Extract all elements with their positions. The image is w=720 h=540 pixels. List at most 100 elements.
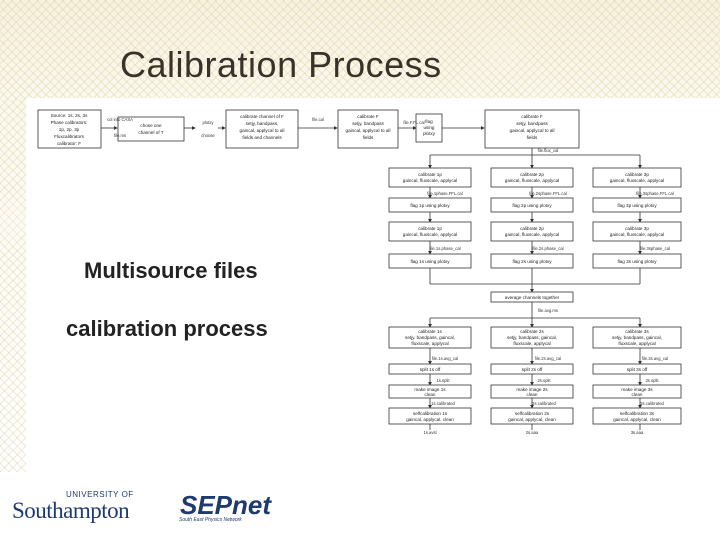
flowchart-boxes	[37, 109, 682, 425]
box-calibrate-f2	[337, 109, 399, 149]
svg-text:choose: choose	[201, 133, 215, 138]
svg-text:gaincal, applycal to all: gaincal, applycal to all	[510, 128, 555, 133]
box-cal-2p-b	[490, 221, 574, 242]
svg-text:selfcalibration 2s: selfcalibration 2s	[515, 411, 550, 416]
box-source	[37, 109, 102, 149]
svg-text:setjy, bandpass, gaincal,: setjy, bandpass, gaincal,	[405, 335, 455, 340]
svg-text:file.ms: file.ms	[114, 133, 126, 138]
svg-text:file.avg.ms: file.avg.ms	[538, 308, 558, 313]
box-image-3s	[592, 384, 682, 399]
subtitle-calibration: calibration process	[66, 316, 268, 341]
svg-text:fields and channels: fields and channels	[242, 135, 282, 140]
box-split-3s	[592, 363, 682, 375]
svg-text:flag: flag	[425, 119, 433, 124]
box-average	[490, 291, 574, 303]
box-source-text-5: calibrator: F	[57, 141, 81, 146]
svg-text:calibrate 1p: calibrate 1p	[418, 172, 442, 177]
box-chose-channel-text-1: chose one	[140, 123, 162, 128]
svg-text:make image 2s: make image 2s	[516, 387, 548, 392]
box-split-2s	[490, 363, 574, 375]
svg-text:3s.aaa: 3s.aaa	[631, 430, 644, 435]
box-flag-2s	[490, 253, 574, 269]
svg-text:2s.aaa: 2s.aaa	[526, 430, 539, 435]
subtitle-multisource: Multisource files	[84, 258, 258, 283]
svg-text:flag 3s using plotxy: flag 3s using plotxy	[617, 259, 657, 264]
box-selfcal-2s	[490, 407, 574, 425]
svg-text:file.3sphase.FFL.cal: file.3sphase.FFL.cal	[636, 191, 674, 196]
svg-text:setjy, bandpass: setjy, bandpass	[352, 121, 384, 126]
svg-text:calibrate 1p: calibrate 1p	[418, 226, 442, 231]
flowchart-edge-labels: col into CASA file.ms plotxy choose file…	[107, 117, 674, 435]
svg-text:fields: fields	[363, 135, 374, 140]
box-image-2s	[490, 384, 574, 399]
flowchart-connectors	[101, 126, 642, 430]
svg-text:file.2s.phase_cal: file.2s.phase_cal	[532, 246, 563, 251]
svg-text:calibrate F: calibrate F	[521, 114, 543, 119]
svg-text:clean: clean	[632, 392, 643, 397]
box-selfcal-3s	[592, 407, 682, 425]
box-cal-1p-b	[388, 221, 472, 242]
box-chose-channel	[117, 116, 185, 142]
box-flag-2p	[490, 197, 574, 213]
slide-background-pattern	[0, 0, 720, 100]
svg-text:calibrate F: calibrate F	[357, 114, 379, 119]
box-cal-2s	[490, 326, 574, 349]
box-flag-3p	[592, 197, 682, 213]
svg-text:gaincal, fluxscale, applycal: gaincal, fluxscale, applycal	[505, 232, 559, 237]
svg-text:file.1s.avg_cal: file.1s.avg_cal	[432, 356, 459, 361]
svg-text:file.3s.avg_cal: file.3s.avg_cal	[642, 356, 669, 361]
svg-text:fields: fields	[527, 135, 538, 140]
svg-text:calibrate 2s: calibrate 2s	[520, 329, 544, 334]
svg-text:gaincal, fluxscale, applycal: gaincal, fluxscale, applycal	[403, 178, 457, 183]
svg-text:using: using	[424, 125, 435, 130]
box-chose-channel-text-2: channel of T	[138, 130, 163, 135]
svg-text:gaincal, applycal to all: gaincal, applycal to all	[240, 128, 285, 133]
svg-text:gaincal, fluxscale, applycal: gaincal, fluxscale, applycal	[610, 178, 664, 183]
box-flag-1p	[388, 197, 472, 213]
svg-text:make image 3s: make image 3s	[621, 387, 653, 392]
svg-text:gaincal, fluxscale, applycal: gaincal, fluxscale, applycal	[505, 178, 559, 183]
svg-text:file.1phase.FFL.cal: file.1phase.FFL.cal	[427, 191, 462, 196]
svg-text:split 2s off: split 2s off	[522, 367, 543, 372]
svg-text:make image 1s: make image 1s	[414, 387, 446, 392]
svg-text:plotxy: plotxy	[203, 120, 215, 125]
svg-text:selfcalibration 3s: selfcalibration 3s	[620, 411, 655, 416]
content-panel	[26, 98, 720, 498]
slide-side-pattern	[0, 100, 26, 472]
svg-text:clean: clean	[425, 392, 436, 397]
svg-text:gaincal, fluxscale, applycal: gaincal, fluxscale, applycal	[610, 232, 664, 237]
svg-text:gaincal, applycal, clean: gaincal, applycal, clean	[508, 417, 556, 422]
slide-title: Calibration Process	[120, 44, 442, 85]
box-cal-1s	[388, 326, 472, 349]
svg-text:fluxscale, applycal: fluxscale, applycal	[618, 341, 655, 346]
svg-text:split 3s off: split 3s off	[627, 367, 648, 372]
svg-text:file.2s.avg_cal: file.2s.avg_cal	[535, 356, 562, 361]
svg-text:gaincal, applycal to all: gaincal, applycal to all	[346, 128, 391, 133]
logo-university-of: UNIVERSITY OF	[66, 490, 134, 499]
box-cal-1p	[388, 167, 472, 188]
box-cal-2p	[490, 167, 574, 188]
svg-text:calibrate 1s: calibrate 1s	[418, 329, 442, 334]
svg-text:3s.calibrated: 3s.calibrated	[640, 401, 664, 406]
svg-text:plotxy: plotxy	[423, 131, 436, 136]
svg-text:gaincal, applycal, clean: gaincal, applycal, clean	[613, 417, 661, 422]
svg-text:clean: clean	[527, 392, 538, 397]
box-cal-3p	[592, 167, 682, 188]
svg-text:calibrate 2p: calibrate 2p	[520, 226, 544, 231]
box-source-text-3: 1p, 2p, 3p	[59, 127, 80, 132]
svg-text:calibrate 3s: calibrate 3s	[625, 329, 649, 334]
svg-text:setjy, bandpass, gaincal,: setjy, bandpass, gaincal,	[612, 335, 662, 340]
box-flag-plotxy	[415, 113, 443, 143]
svg-text:3s.split: 3s.split	[645, 378, 659, 383]
box-source-text-1: Source: 1s, 2s, 3s	[51, 113, 88, 118]
svg-text:setjy, bandpass,: setjy, bandpass,	[246, 121, 279, 126]
box-flag-3s	[592, 253, 682, 269]
svg-text:2s.split: 2s.split	[537, 378, 551, 383]
svg-text:2s.calibrated: 2s.calibrated	[532, 401, 556, 406]
svg-text:calibrate 3p: calibrate 3p	[625, 172, 649, 177]
logo-southampton: Southampton	[12, 498, 130, 523]
box-flag-1s	[388, 253, 472, 269]
svg-text:col into CASA: col into CASA	[107, 117, 133, 122]
svg-text:file.1s.phase_cal: file.1s.phase_cal	[429, 246, 460, 251]
box-image-1s	[388, 384, 472, 399]
